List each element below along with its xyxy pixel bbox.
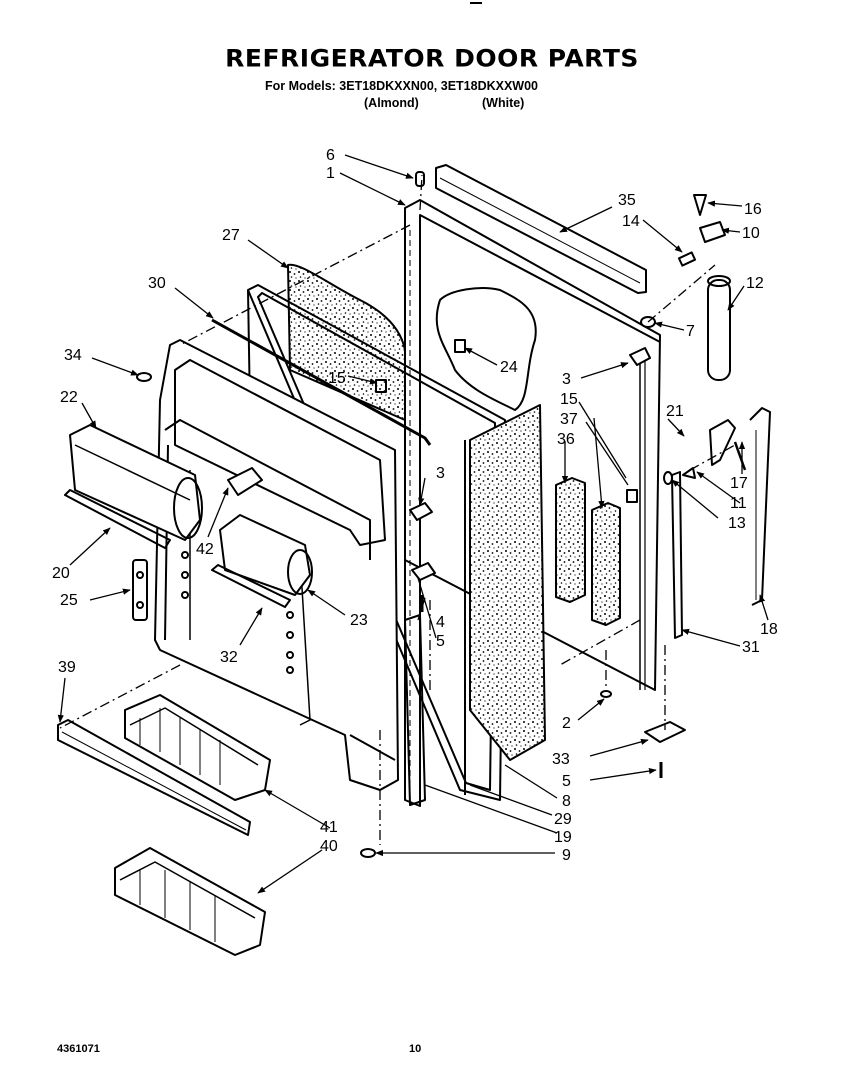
callout-23: 23: [350, 612, 368, 629]
callout-10: 10: [742, 225, 760, 242]
foam-block-36: [555, 477, 586, 603]
callout-25: 25: [60, 592, 78, 609]
foam-side-strip: [469, 404, 546, 761]
callout-3-upper: 3: [562, 371, 571, 388]
callout-39: 39: [58, 659, 76, 676]
variant-white: (White): [482, 96, 525, 110]
foam-cutaway: [435, 287, 537, 411]
callout-42: 42: [196, 541, 214, 558]
callout-4: 4: [436, 614, 445, 631]
callout-6: 6: [326, 147, 335, 164]
callout-8: 8: [562, 793, 571, 810]
page-number: 10: [409, 1043, 422, 1055]
callout-40: 40: [320, 838, 338, 855]
callout-3-mid: 3: [436, 465, 445, 482]
callout-24: 24: [500, 359, 518, 376]
callout-15-inner: 15: [328, 370, 346, 387]
callout-2: 2: [562, 715, 571, 732]
callout-14: 14: [622, 213, 640, 230]
callout-12: 12: [746, 275, 764, 292]
callout-33: 33: [552, 751, 570, 768]
foam-block-37: [591, 502, 621, 626]
callout-31: 31: [742, 639, 760, 656]
callout-36: 36: [557, 431, 575, 448]
callout-18: 18: [760, 621, 778, 638]
callout-22: 22: [60, 389, 78, 406]
variant-almond: (Almond): [364, 96, 419, 110]
callout-27: 27: [222, 227, 240, 244]
callout-32: 32: [220, 649, 238, 666]
top-trim: [435, 164, 647, 294]
callout-30: 30: [148, 275, 166, 292]
outer-door-panel: [404, 199, 661, 807]
callout-20: 20: [52, 565, 70, 582]
callout-9: 9: [562, 847, 571, 864]
callout-19: 19: [554, 829, 572, 846]
callout-15: 15: [560, 391, 578, 408]
callout-16: 16: [744, 201, 762, 218]
document-number: 4361071: [57, 1043, 100, 1055]
models-line: For Models: 3ET18DKXXN00, 3ET18DKXXW00: [265, 79, 538, 93]
callout-1: 1: [326, 165, 335, 182]
callout-35: 35: [618, 192, 636, 209]
callout-34: 34: [64, 347, 82, 364]
callout-5-lower: 5: [562, 773, 571, 790]
callout-29: 29: [554, 811, 572, 828]
callout-5: 5: [436, 633, 445, 650]
callout-11: 11: [730, 495, 747, 512]
callout-41: 41: [320, 819, 338, 836]
page-title: REFRIGERATOR DOOR PARTS: [225, 44, 639, 73]
callout-17: 17: [730, 475, 748, 492]
foam-panel: [287, 263, 406, 421]
callout-21: 21: [666, 403, 684, 420]
callout-13: 13: [728, 515, 746, 532]
side-trim: [671, 471, 683, 639]
handle-tube: [707, 279, 731, 381]
callout-7: 7: [686, 323, 695, 340]
callout-37: 37: [560, 411, 578, 428]
